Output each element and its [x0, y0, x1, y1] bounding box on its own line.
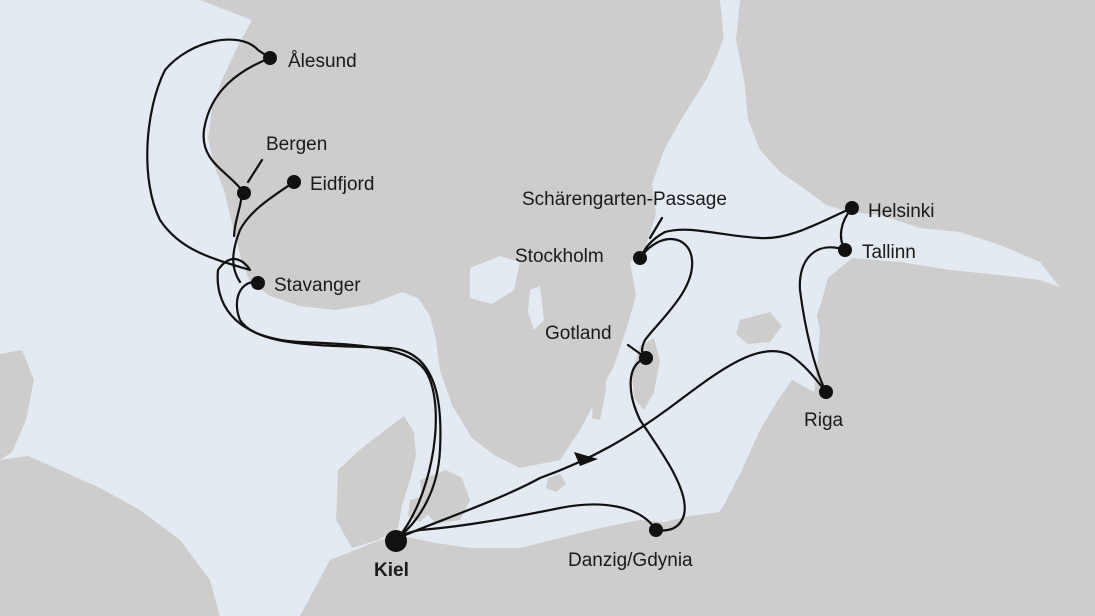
land-scandinavia [200, 0, 724, 468]
route-danzig-kiel [396, 503, 658, 540]
port-marker-alesund[interactable] [263, 51, 277, 65]
port-marker-riga[interactable] [819, 385, 833, 399]
label-eidfjord: Eidfjord [310, 174, 374, 195]
port-marker-helsinki[interactable] [845, 201, 859, 215]
land-oland [592, 356, 606, 420]
port-labels: Ålesund Bergen Eidfjord Stavanger Kiel D… [266, 51, 935, 581]
label-kiel: Kiel [374, 560, 409, 581]
label-stockholm: Stockholm [515, 246, 604, 267]
port-marker-bergen[interactable] [237, 186, 251, 200]
lake-vattern [528, 286, 544, 330]
land-saaremaa [736, 312, 782, 344]
direction-arrow-icon [574, 452, 598, 466]
land-zealand [420, 470, 470, 524]
land-jutland [336, 416, 416, 548]
route-riga-tallinn [798, 246, 847, 394]
label-helsinki: Helsinki [868, 201, 935, 222]
label-alesund: Ålesund [288, 51, 357, 72]
label-danzig: Danzig/Gdynia [568, 550, 693, 571]
label-tallinn: Tallinn [862, 242, 916, 263]
port-marker-gotland[interactable] [639, 351, 653, 365]
land-bornholm [546, 474, 566, 492]
route-kiel-alesund [146, 38, 437, 540]
label-schaeren: Schärengarten-Passage [522, 189, 727, 210]
label-gotland: Gotland [545, 323, 612, 344]
route-alesund-bergen [202, 56, 272, 238]
gulf-of-riga [776, 296, 820, 380]
route-eidfjord [232, 180, 296, 284]
route-stavanger-kiel [235, 280, 442, 540]
route-lines [146, 38, 854, 540]
port-marker-kiel[interactable] [385, 530, 407, 552]
label-riga: Riga [804, 410, 844, 431]
route-gotland-danzig [629, 356, 686, 532]
route-stockholm-gotland [638, 238, 694, 360]
land-finland [736, 0, 1095, 300]
port-marker-stavanger[interactable] [251, 276, 265, 290]
land-netherlands [0, 456, 220, 616]
port-marker-danzig[interactable] [649, 523, 663, 537]
port-markers [237, 51, 859, 552]
gulf-of-bothnia [682, 30, 826, 214]
label-bergen: Bergen [266, 134, 327, 155]
bergen-leader-line [246, 158, 264, 184]
schaeren-leader-line [648, 216, 664, 240]
land-gotland [632, 338, 660, 410]
port-marker-stockholm[interactable] [633, 251, 647, 265]
label-stavanger: Stavanger [274, 275, 361, 296]
route-kiel-riga [396, 349, 828, 540]
land-britain [0, 350, 34, 460]
port-marker-tallinn[interactable] [838, 243, 852, 257]
lake-vanern [470, 256, 520, 304]
route-helsinki-stockholm [638, 206, 854, 260]
port-marker-eidfjord[interactable] [287, 175, 301, 189]
